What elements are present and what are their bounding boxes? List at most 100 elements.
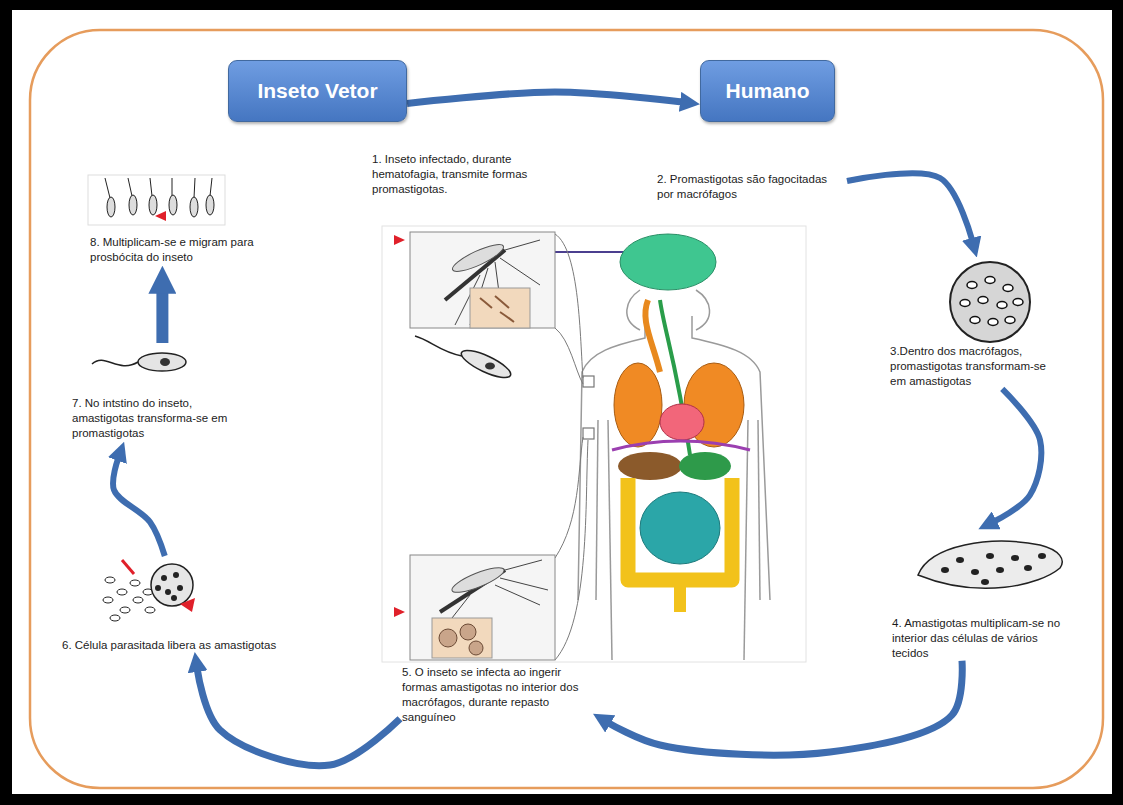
parasitized-tissue-cell <box>956 557 964 563</box>
vector-inset-bottom <box>469 641 483 655</box>
parasitized-tissue-cell <box>981 579 989 585</box>
promastigotes-in-proboscis <box>88 175 225 225</box>
cycle-border <box>30 30 1103 788</box>
step-caption: 3.Dentro dos macrófagos, promastigotas t… <box>888 256 1056 389</box>
promastigote-in-gut <box>70 345 215 381</box>
promastigote-figure <box>485 363 495 370</box>
vector-inset-top <box>410 232 555 328</box>
organs <box>614 363 662 447</box>
step-caption: 4. Amastigotas multiplicam-se no interio… <box>890 532 1070 661</box>
leader-line <box>555 437 583 558</box>
ruptured-cell <box>161 575 167 581</box>
step-caption: 1. Inseto infectado, durante hematofagia… <box>370 152 565 197</box>
step-text: 1. Inseto infectado, durante hematofagia… <box>372 152 561 197</box>
parasitized-tissue-cell <box>918 541 1062 588</box>
promastigote-figure <box>458 345 514 382</box>
leader-line <box>555 440 588 660</box>
vector-inset-top <box>450 240 507 276</box>
organs <box>612 441 750 450</box>
parasitized-tissue-cell <box>918 541 1062 588</box>
ruptured-cell <box>155 585 161 591</box>
body-outline <box>758 420 760 600</box>
promastigotes-in-proboscis <box>155 211 166 221</box>
ruptured-cell <box>145 607 155 613</box>
cycle-arrow <box>156 291 168 343</box>
body-illustration <box>382 226 806 662</box>
vector-inset-bottom <box>432 618 492 658</box>
promastigote-in-gut <box>70 345 215 381</box>
organs <box>679 452 731 480</box>
ruptured-cell <box>110 615 120 621</box>
infected-macrophage <box>967 282 977 289</box>
organs <box>628 478 732 580</box>
promastigote-in-gut <box>160 358 170 366</box>
infected-macrophage <box>978 297 988 304</box>
vector-inset-bottom <box>410 555 555 660</box>
vector-inset-top <box>410 232 555 328</box>
ruptured-cell <box>165 589 171 595</box>
step-text: 4. Amastigotas multiplicam-se no interio… <box>892 616 1066 661</box>
promastigote-figure <box>415 336 462 356</box>
organs <box>660 404 704 440</box>
step-caption: 7. No intstino do inseto, amastigotas tr… <box>70 343 238 441</box>
pointer-triangle <box>394 607 405 617</box>
vector-inset-bottom <box>449 563 506 597</box>
leader-line <box>555 234 583 378</box>
vector-inset-bottom <box>460 624 476 640</box>
step-text: Inseto Vetor <box>257 79 377 103</box>
promastigote-in-gut <box>138 353 186 371</box>
parasitized-tissue-cell <box>986 553 994 559</box>
body-outline <box>744 420 748 660</box>
vector-inset-top <box>470 288 530 328</box>
ruptured-cell <box>117 589 127 595</box>
ruptured-cell <box>180 598 195 612</box>
organs <box>645 300 660 372</box>
organs <box>620 234 716 290</box>
cycle-arrow <box>407 92 682 103</box>
step-text: 3.Dentro dos macrófagos, promastigotas t… <box>890 344 1052 389</box>
organs <box>674 580 686 612</box>
bite-site-marker <box>583 376 594 439</box>
cycle-arrow <box>197 670 400 766</box>
vector-inset-bottom <box>410 555 555 660</box>
host-header: Inseto Vetor <box>228 60 407 122</box>
parasitized-tissue-cell <box>1011 555 1019 561</box>
parasitized-tissue-cell <box>941 567 949 573</box>
promastigotes-in-proboscis <box>105 178 212 198</box>
body-outline <box>596 420 598 600</box>
parasitized-tissue-cell <box>1038 553 1046 559</box>
infected-macrophage <box>997 302 1007 309</box>
vector-inset-top <box>480 296 514 322</box>
leader-line <box>555 234 588 660</box>
step-caption: 2. Promastigotas são fagocitadas por mac… <box>655 172 847 202</box>
ruptured-cell <box>105 577 115 583</box>
pointer-triangle <box>394 235 405 245</box>
organs <box>612 234 750 612</box>
vector-inset-bottom <box>439 629 457 647</box>
organs <box>618 452 682 480</box>
cycle-arrow <box>113 459 165 556</box>
infected-macrophage <box>1013 299 1023 306</box>
page-ground <box>12 10 1112 794</box>
ruptured-cell <box>171 595 177 601</box>
step-caption: 5. O inseto se infecta ao ingerir formas… <box>400 665 592 725</box>
infected-macrophage <box>970 317 980 324</box>
parasitized-tissue-cell <box>971 569 979 575</box>
body-outline <box>608 420 612 660</box>
step-caption: 8. Multiplicam-se e migram para prosbóci… <box>88 175 286 265</box>
vector-inset-bottom <box>452 560 548 618</box>
ruptured-cell <box>173 572 179 578</box>
ruptured-cell <box>103 597 113 603</box>
organs <box>627 290 640 330</box>
parasitized-tissue-cell <box>1024 565 1032 571</box>
bite-site-marker <box>583 428 594 439</box>
pointer-triangle <box>394 235 405 617</box>
infected-macrophage <box>950 262 1030 342</box>
step-text: 2. Promastigotas são fagocitadas por mac… <box>657 172 843 202</box>
step-text: 8. Multiplicam-se e migram para prosbóci… <box>90 235 282 265</box>
ruptured-cell <box>120 607 130 613</box>
parasitized-tissue-cell <box>996 567 1004 573</box>
promastigotes-in-proboscis <box>88 175 225 225</box>
organs <box>640 492 720 564</box>
